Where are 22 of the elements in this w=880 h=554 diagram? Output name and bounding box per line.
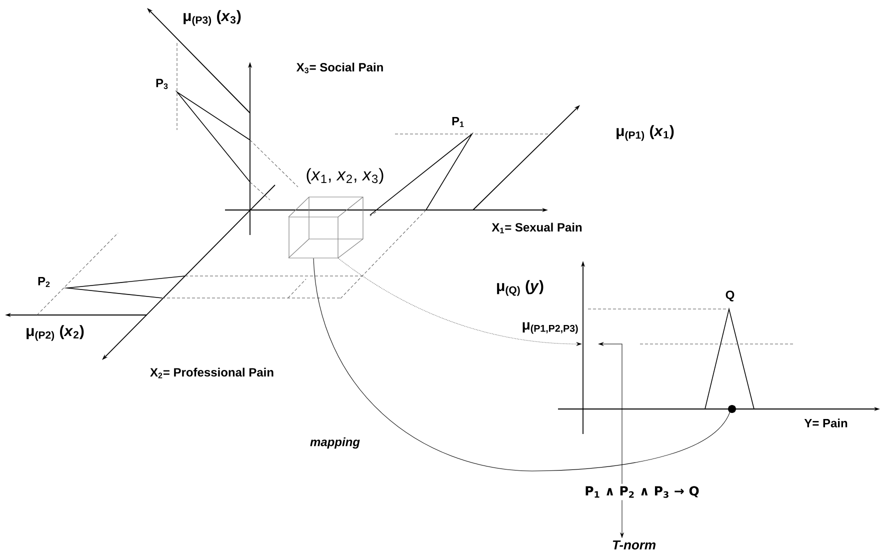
axis-label: X$_{2}$= Professional Pain — [150, 368, 274, 378]
point-label: P$_{3}$ — [156, 78, 168, 90]
point-label: Q — [726, 290, 734, 302]
axis-label: X$_{1}$= Sexual Pain — [492, 222, 582, 234]
axis-label: μ$_{(Q)}$ (y) — [497, 280, 544, 296]
axis-label: Y= Pain — [804, 418, 848, 428]
point-label: P$_{2}$ — [38, 276, 50, 288]
point-label: (x$_{1}$, x$_{2}$, x$_{3}$) — [306, 168, 384, 184]
point-label: P$_{1}$ — [452, 116, 464, 128]
mapping-label: mapping — [310, 437, 360, 449]
cube-drawing — [288, 196, 364, 258]
axis-label: μ$_{(P2)}$ (x$_{2}$) — [26, 325, 84, 341]
arrow — [313, 258, 732, 472]
axis-label: X$_{3}$= Social Pain — [296, 62, 383, 74]
rule-text: P$_{1}$ ∧ P$_{2}$ ∧ P$_{3}$ → Q — [586, 486, 699, 498]
arrow — [620, 500, 624, 538]
arrow — [338, 258, 582, 346]
level-label: μ$_{(P1,P2,P3)}$ — [522, 322, 578, 334]
operator-text: T-norm — [612, 540, 656, 550]
arrow — [598, 342, 622, 484]
axis-label: μ$_{(P1)}$ (x$_{1}$) — [616, 125, 674, 141]
axis-label: μ$_{(P3)}$ (x$_{3}$) — [184, 10, 241, 26]
